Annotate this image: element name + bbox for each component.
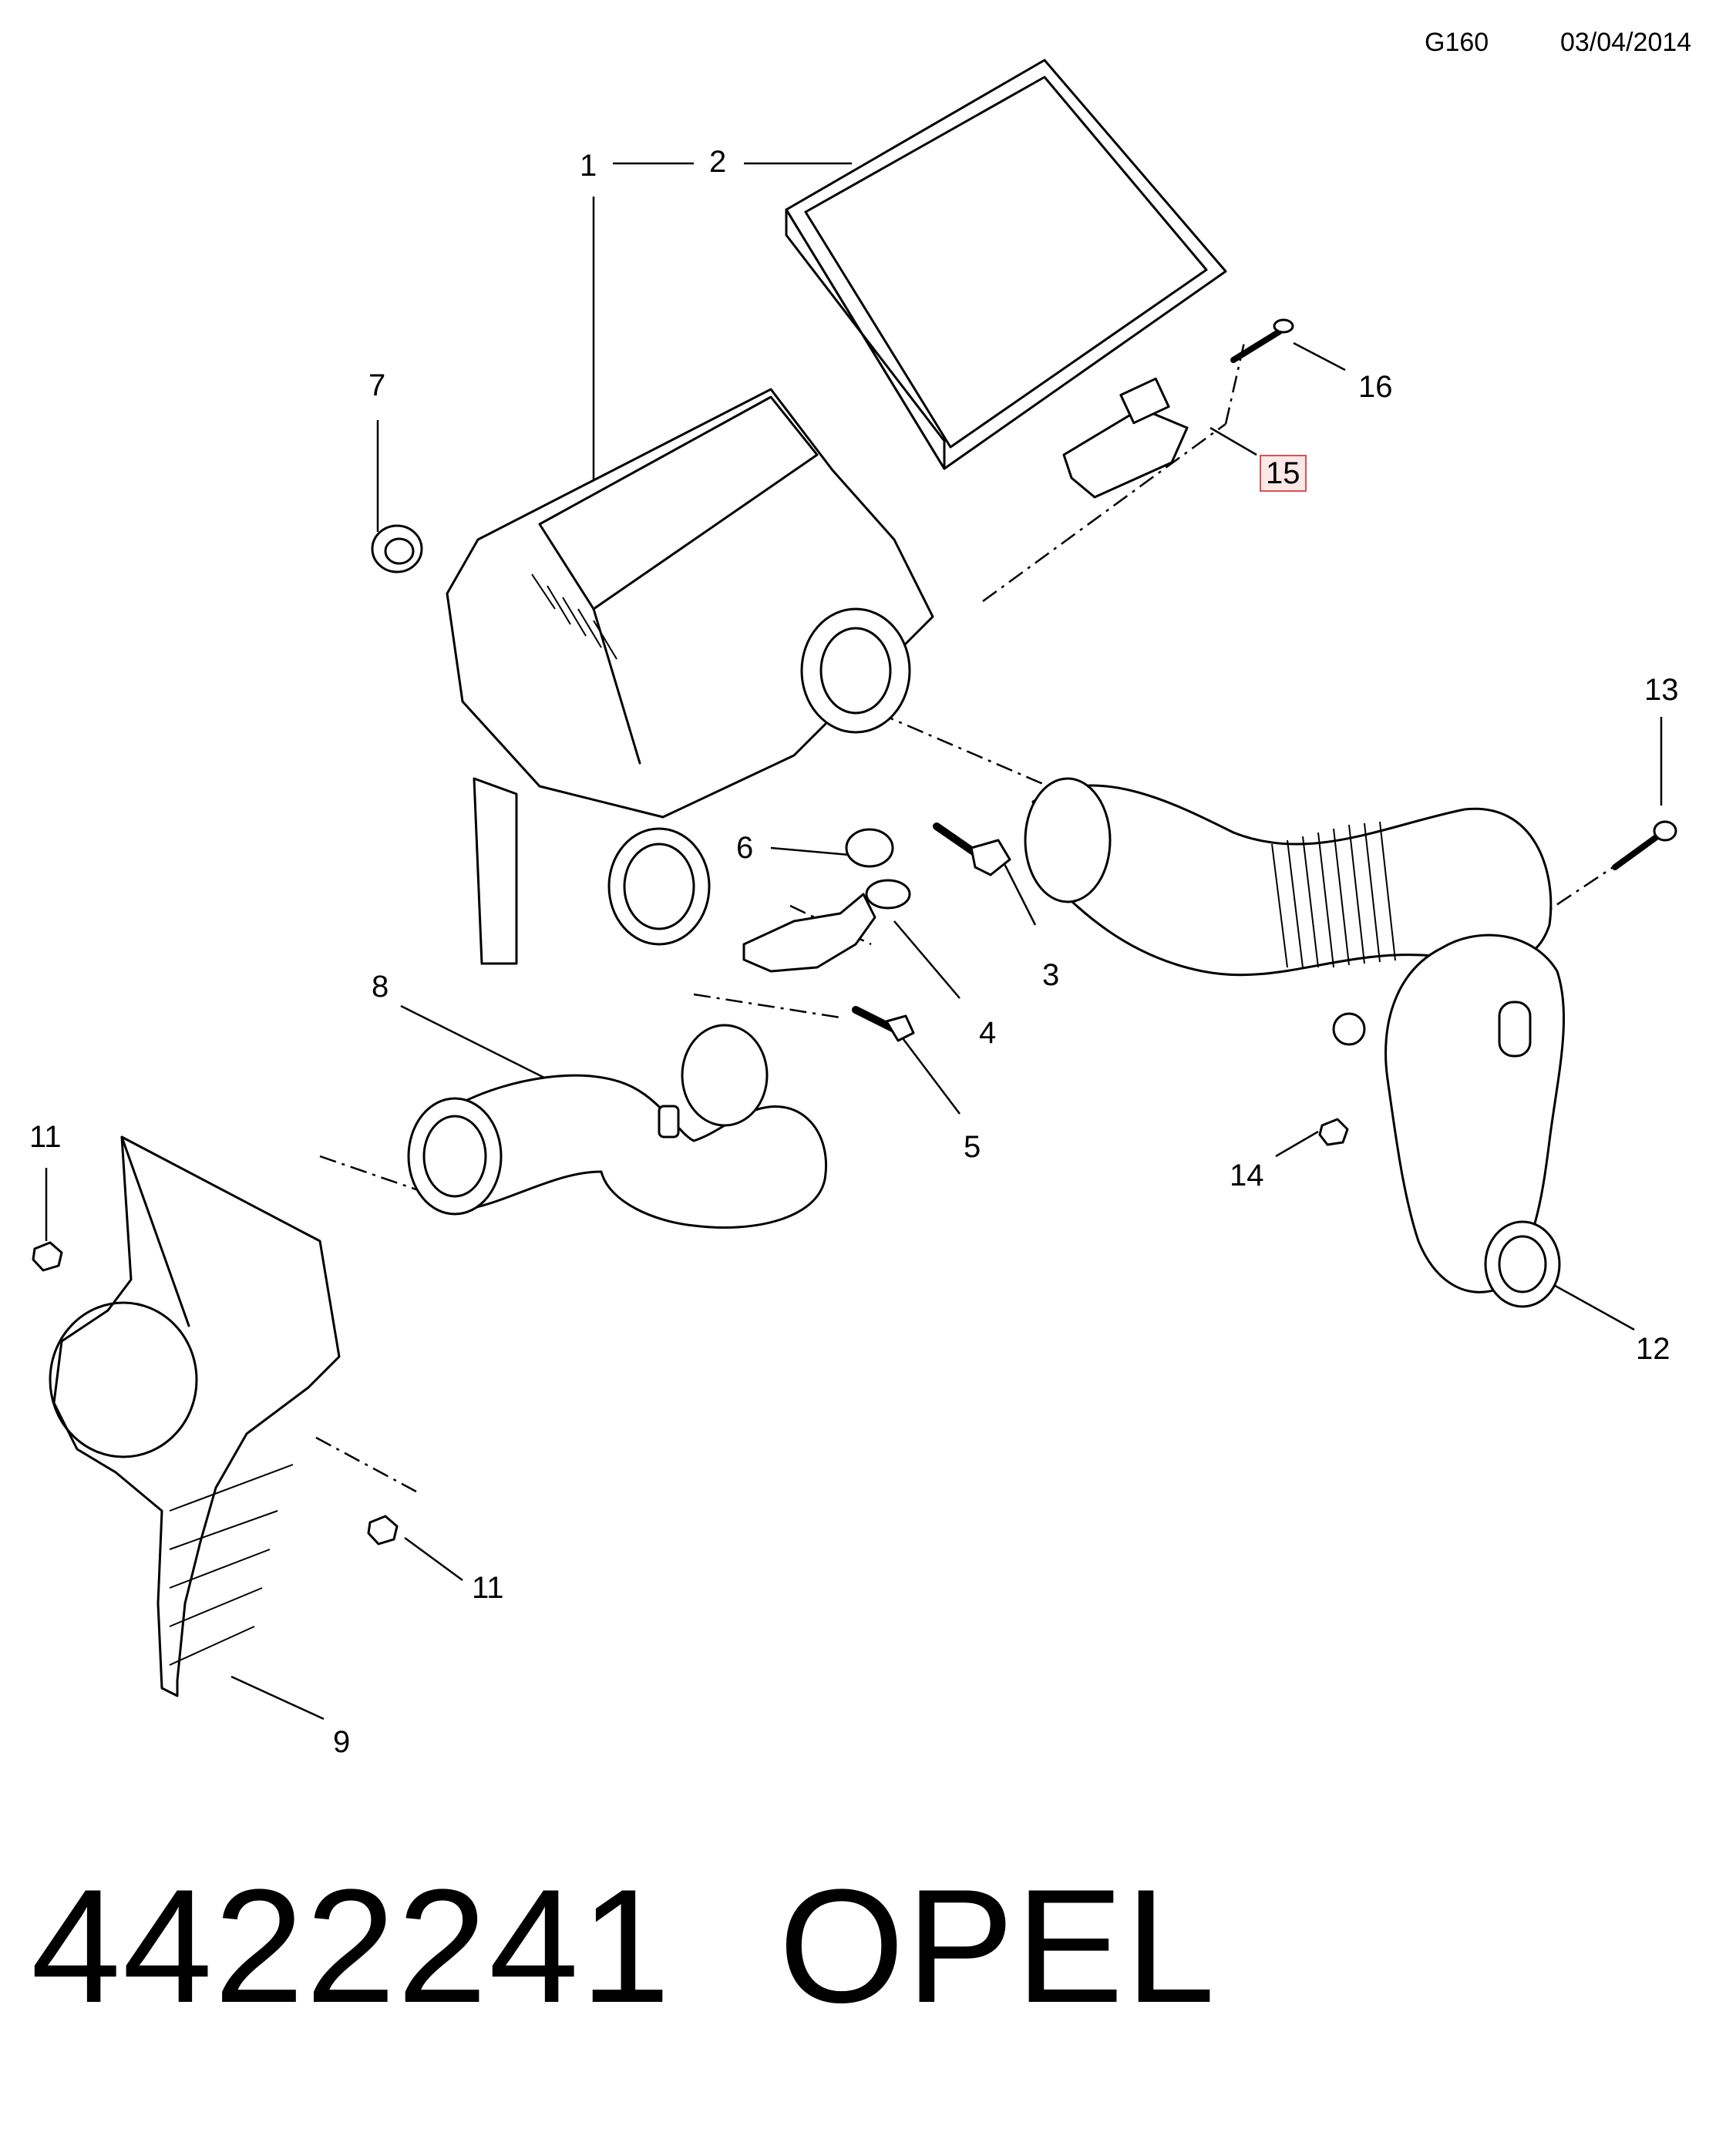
- screw-16: [1230, 318, 1294, 363]
- callout-1: 1: [580, 149, 597, 183]
- callout-7: 7: [368, 368, 386, 402]
- callout-8: 8: [372, 970, 389, 1004]
- callout-11-bottom: 11: [472, 1571, 504, 1605]
- air-cleaner-housing: [446, 388, 934, 965]
- callout-11-top: 11: [29, 1120, 62, 1154]
- nut-14: [1318, 1118, 1349, 1146]
- bolt-5: [852, 1006, 915, 1042]
- hose-8: [407, 1024, 827, 1229]
- air-filter-element: [785, 59, 1227, 470]
- part-number: 4422241: [31, 1855, 672, 2037]
- resonator-12: [1332, 933, 1566, 1308]
- callout-15: 15: [1260, 455, 1307, 492]
- nut-11b: [367, 1515, 399, 1546]
- screw-13: [1612, 820, 1677, 870]
- callout-5: 5: [964, 1130, 981, 1164]
- air-duct-3: [1024, 777, 1553, 977]
- grommet-6: [845, 828, 911, 910]
- callout-13: 13: [1644, 673, 1679, 707]
- grommet-7: [371, 524, 423, 574]
- callout-6: 6: [736, 831, 754, 865]
- callout-4: 4: [979, 1016, 997, 1050]
- bolt-3: [933, 822, 1011, 876]
- callout-9: 9: [333, 1725, 351, 1759]
- callout-14: 14: [1230, 1159, 1264, 1192]
- brand-name: OPEL: [779, 1855, 1217, 2037]
- diagram-code: G160: [1425, 28, 1489, 57]
- nut-11a: [32, 1241, 63, 1272]
- intake-duct-9: [49, 1135, 341, 1697]
- leader-lines: [45, 162, 1663, 1720]
- callout-3: 3: [1042, 958, 1060, 992]
- callout-12: 12: [1636, 1332, 1670, 1366]
- bracket-4: [742, 893, 876, 973]
- diagram-date: 03/04/2014: [1560, 28, 1692, 57]
- airflow-sensor-15: [1062, 377, 1189, 499]
- callout-2: 2: [709, 145, 727, 179]
- callout-16: 16: [1358, 370, 1393, 404]
